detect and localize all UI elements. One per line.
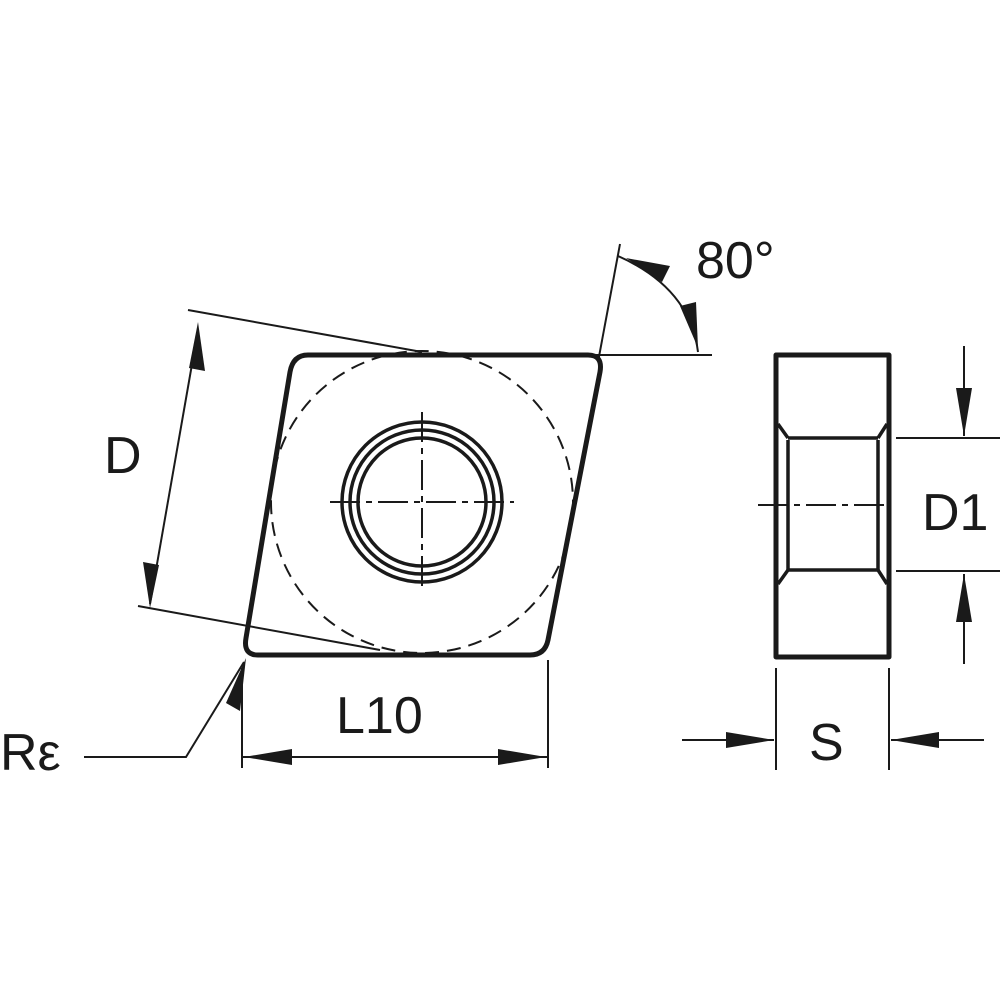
s-label: S: [809, 714, 844, 772]
side-chamfer-top-right: [876, 423, 889, 439]
angle-label: 80°: [696, 232, 775, 290]
r-epsilon-arrow: [226, 658, 246, 711]
d-extension-bottom: [137, 605, 381, 651]
d-dimension-line: [149, 329, 199, 605]
side-chamfer-top-left: [776, 422, 790, 440]
l10-arrow-right: [498, 749, 546, 765]
angle-arrow-top: [626, 258, 670, 282]
dimension-r-epsilon: Rε: [0, 658, 246, 782]
insert-front-view: [243, 350, 603, 658]
d-extension-top: [187, 309, 423, 353]
d-arrow-top: [189, 322, 205, 371]
d1-arrow-top: [956, 388, 972, 436]
dimension-d: D: [104, 309, 423, 651]
l10-arrow-left: [244, 749, 292, 765]
side-chamfer-bottom-left: [776, 568, 790, 586]
insert-outline: [243, 352, 603, 658]
dimension-d1: D1: [896, 346, 1000, 664]
dimension-angle: 80°: [590, 232, 775, 363]
dimension-s: S: [682, 668, 984, 772]
d-arrow-bottom: [143, 562, 159, 608]
insert-side-view: [758, 352, 892, 660]
r-epsilon-label: Rε: [0, 724, 61, 782]
d-label: D: [104, 427, 142, 485]
r-epsilon-leader: [84, 661, 245, 758]
angle-arrow-bottom: [680, 302, 698, 348]
s-arrow-right: [891, 732, 939, 748]
dimension-l10: L10: [241, 660, 549, 768]
angle-extension-inclined: [597, 243, 621, 363]
d1-arrow-bottom: [956, 574, 972, 622]
s-arrow-left: [726, 732, 774, 748]
d1-label: D1: [922, 484, 988, 542]
l10-label: L10: [336, 687, 423, 745]
side-chamfer-bottom-right: [876, 569, 889, 585]
